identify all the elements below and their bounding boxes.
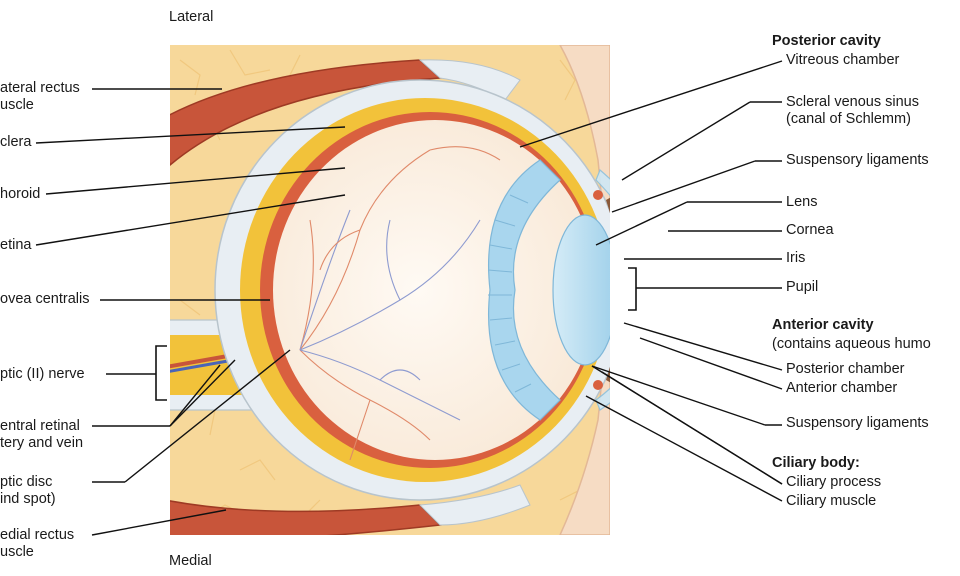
ciliary-body-header: Ciliary body: [772,455,860,471]
lateral-rectus-label: ateral rectus uscle [0,80,80,113]
pupil-bracket [628,267,637,311]
posterior-chamber-label: Posterior chamber [786,361,905,377]
medial-rectus-label: edial rectus uscle [0,527,75,560]
anterior-cavity-sub: (contains aqueous humo [772,336,931,352]
suspensory-bottom-label: Suspensory ligaments [786,415,929,431]
optic-nerve-bracket [155,345,167,401]
scleral-sinus-mark-lower [593,380,603,390]
lateral-rectus-tendon [418,59,521,101]
sclera-label: clera [0,134,32,150]
iris-shape [606,197,610,214]
posterior-cavity-header: Posterior cavity [772,33,881,49]
vitreous-label: Vitreous chamber [786,52,900,68]
anterior-cavity-header: Anterior cavity [772,317,874,333]
lateral-label: Lateral [169,9,214,25]
optic-nerve-label: ptic (II) nerve [0,366,85,382]
ciliary-processes [487,159,561,421]
iris-label: Iris [786,250,806,266]
lens-shape [552,214,610,366]
fovea-label: ovea centralis [0,291,90,307]
suspensory-top-label: Suspensory ligaments [786,152,929,168]
central-retinal-label: entral retinal tery and vein [0,418,84,451]
choroid-label: horoid [0,186,41,202]
cornea-shape [595,168,610,411]
cornea-label: Cornea [786,222,834,238]
pupil-label: Pupil [786,279,819,295]
scleral-sinus-label: Scleral venous sinus (canal of Schlemm) [786,94,919,127]
lens-label: Lens [786,194,818,210]
optic-disc-label: ptic disc ind spot) [0,474,56,507]
ciliary-ridges [487,194,532,393]
iris-shape-lower [606,366,610,383]
scleral-sinus-mark [593,190,603,200]
leader-lines [35,60,783,536]
retinal-vessels [299,146,501,461]
ciliary-muscle-label: Ciliary muscle [786,493,877,509]
ciliary-process-label: Ciliary process [786,474,882,490]
medial-label: Medial [169,553,212,569]
retina-label: etina [0,237,32,253]
anterior-chamber-label: Anterior chamber [786,380,898,396]
medial-rectus-tendon [418,484,531,526]
